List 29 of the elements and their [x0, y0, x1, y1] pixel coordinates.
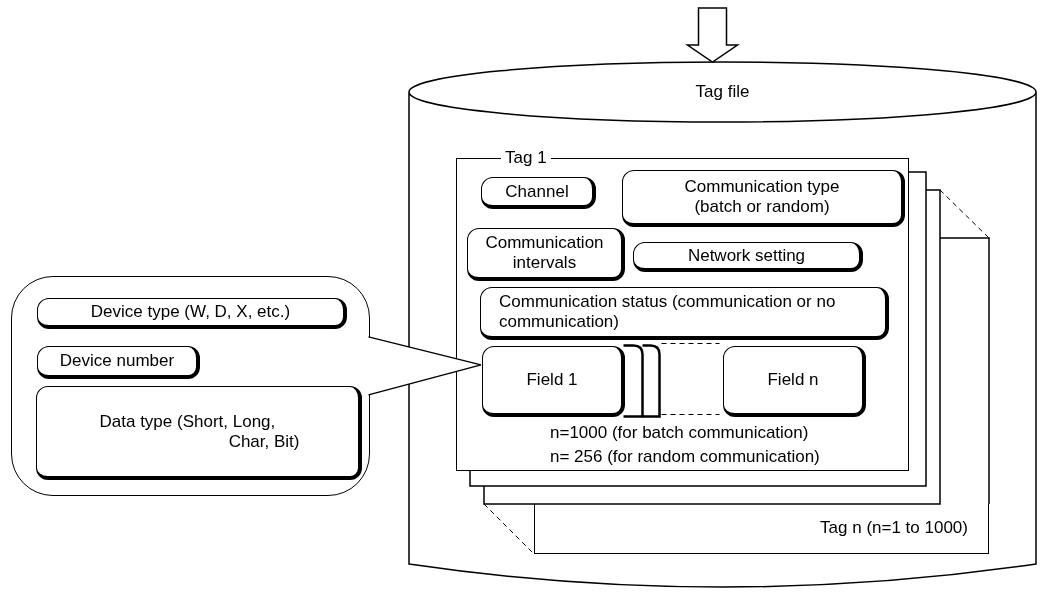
field-label: Device number: [59, 351, 175, 371]
field-label: Communication type (batch or random): [683, 177, 841, 217]
field-box: [467, 228, 625, 281]
callout-pointer: [367, 336, 482, 396]
field-box: [37, 298, 347, 329]
field-box: [633, 242, 863, 272]
field-box: [481, 177, 596, 209]
field-label: Field n: [767, 370, 819, 390]
field-label: Network setting: [687, 245, 806, 266]
field-box: [622, 170, 905, 227]
field-label: Communication status (communication or no communication): [499, 292, 837, 332]
field-box: [480, 287, 889, 340]
box-heading: Tag 1: [501, 148, 551, 168]
field-box: [482, 346, 625, 417]
field-label: Device type (W, D, X, etc.): [90, 302, 291, 322]
field-label: Data type (Short, Long, Char, Bit): [99, 411, 300, 452]
callout-bubble: [11, 276, 370, 496]
block-arrow: [685, 7, 740, 63]
box-heading: Tag n (n=1 to 1000): [819, 518, 968, 538]
field-label: Field 1: [526, 370, 578, 390]
field-box: [36, 386, 362, 480]
cylinder-title: Tag file: [694, 82, 751, 102]
record-box: [534, 504, 989, 554]
field-label: Communication intervals: [484, 233, 605, 273]
note-text: n=1000 (for batch communication): [550, 423, 809, 443]
note-text: n= 256 (for random communication): [550, 447, 820, 467]
field-box: [723, 346, 866, 417]
field-label: Channel: [505, 181, 569, 202]
field-box: [37, 346, 200, 379]
